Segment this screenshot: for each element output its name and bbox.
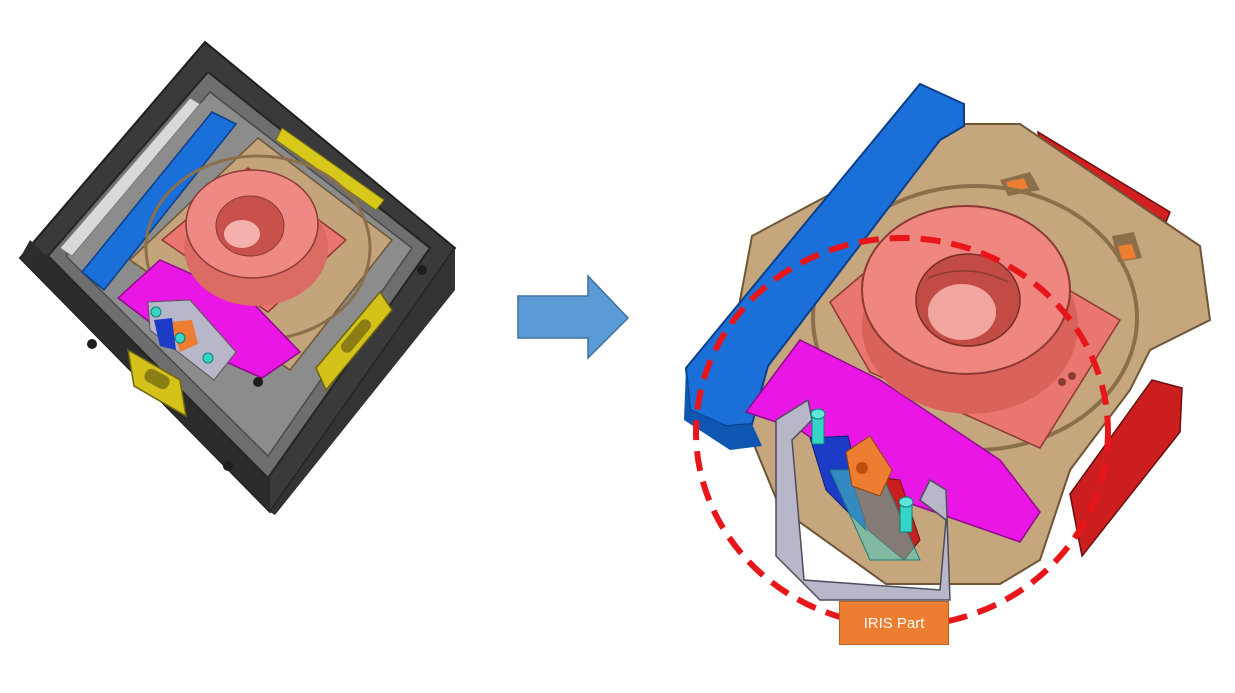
yellow-coil-right — [315, 290, 393, 392]
screw-2 — [223, 461, 233, 471]
screw-4 — [417, 265, 427, 275]
carrier-orange-tab-right — [1118, 244, 1136, 260]
red-magnet-side — [1069, 379, 1183, 558]
lens-highlight-left — [224, 220, 260, 248]
iris-pin-left — [810, 408, 826, 445]
transition-arrow — [517, 274, 630, 360]
iris-orange-blade — [845, 435, 893, 497]
yellow-strip-back — [275, 127, 385, 211]
full-module-assembly — [18, 40, 457, 515]
lens-holder-hole-2 — [1068, 372, 1076, 380]
iris-blue-blade-left — [154, 318, 176, 350]
iris-pin-2-left — [174, 332, 186, 344]
iris-pin-3-left — [202, 352, 214, 364]
yellow-coil-front — [126, 348, 188, 418]
lens-highlight — [928, 284, 996, 340]
blue-rail-left — [80, 111, 238, 292]
lens-seam — [927, 270, 1009, 283]
lens-holder-hole-1 — [1058, 378, 1066, 386]
iris-orange-pivot — [856, 462, 868, 474]
iris-part-label: IRIS Part — [839, 601, 949, 645]
iris-pin-1-left — [150, 306, 162, 318]
iris-pin-right — [898, 496, 914, 533]
lens-carrier-subassembly — [684, 82, 1212, 601]
iris-frame — [775, 398, 951, 601]
screw-1 — [87, 339, 97, 349]
housing-right-face — [270, 248, 455, 515]
screw-3 — [253, 377, 263, 387]
silver-rail — [59, 97, 201, 257]
blue-rail-face — [684, 368, 762, 450]
